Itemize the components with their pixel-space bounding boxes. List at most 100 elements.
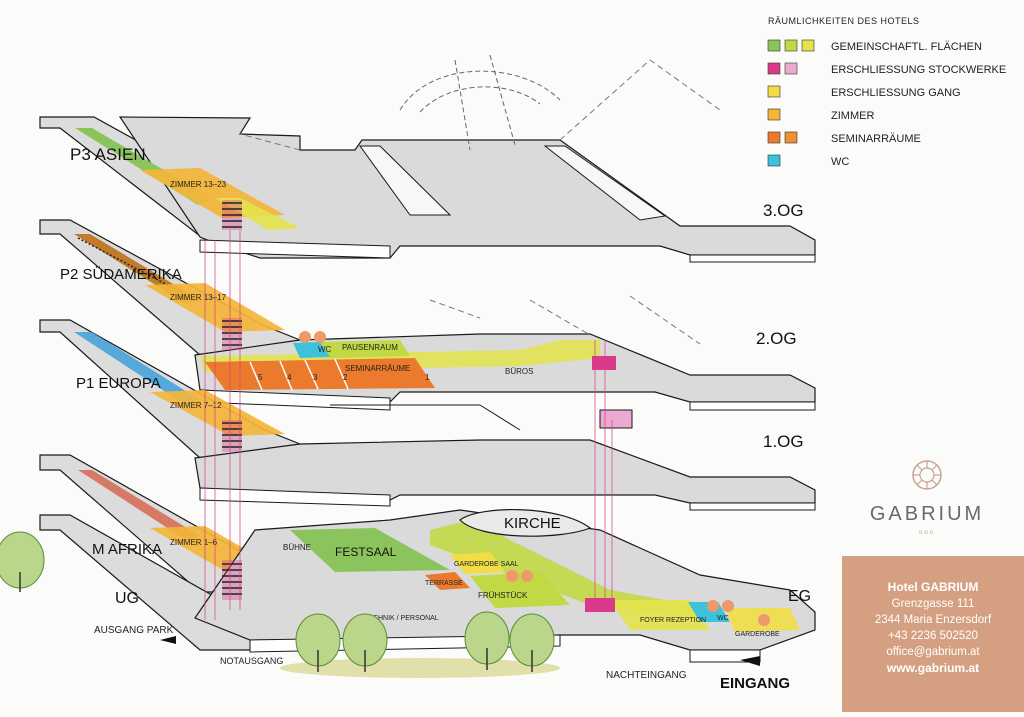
seminar-2og — [205, 358, 435, 390]
wc-icons-eg — [506, 570, 770, 626]
afrika-strip — [78, 470, 200, 540]
contact-city: 2344 Maria Enzersdorf — [874, 614, 992, 626]
room-seminarraeume: SEMINARRÄUME — [345, 364, 410, 373]
room-foyer: FOYER REZEPTION — [640, 617, 706, 624]
room-zimmer-m: ZIMMER 1–6 — [170, 538, 218, 547]
exit-notausgang: NOTAUSGANG — [220, 656, 283, 666]
exit-eingang: EINGANG — [720, 675, 790, 692]
foyer — [610, 600, 710, 630]
legend-label: ERSCHLIESSUNG STOCKWERKE — [831, 64, 1006, 76]
room-pausenraum: PAUSENRAUM — [342, 343, 398, 352]
floor-3og: P3 ASIEN ZIMMER 13–23 3.OG — [39, 54, 816, 263]
level-label-ug: UG — [115, 590, 139, 607]
gang-eg — [430, 520, 720, 618]
exit-arrow-park — [160, 636, 176, 644]
dashed-2og — [429, 295, 701, 345]
level-label-1og: 1.OG — [763, 432, 804, 451]
elevator-shafts — [204, 230, 613, 620]
room-buehne: BÜHNE — [283, 543, 311, 552]
slab-1og-right — [194, 439, 816, 504]
courtyard-3og — [359, 145, 452, 216]
roof-dashed-3og — [239, 59, 721, 151]
gabrium-logo-icon — [912, 460, 942, 490]
legend-rows: GEMEINSCHAFTL. FLÄCHEN ERSCHLIESSUNG STOC… — [767, 39, 1006, 168]
brand-dots: ooo — [918, 530, 935, 536]
legend-swatch — [767, 62, 781, 75]
legend-label: ERSCHLIESSUNG GANG — [831, 87, 961, 99]
europa-strip-1og — [74, 332, 200, 404]
legend-swatch — [767, 108, 781, 121]
slab-3og-side2 — [689, 254, 816, 263]
legend-title: RÄUMLICHKEITEN DES HOTELS — [768, 16, 920, 26]
exits: AUSGANG PARK NOTAUSGANG NACHTEINGANG EIN… — [94, 625, 790, 692]
room-festsaal: FESTSAAL — [335, 545, 397, 559]
room-fruehstueck: FRÜHSTÜCK — [478, 591, 528, 600]
legend-swatch — [767, 39, 781, 52]
room-zimmer-p2: ZIMMER 13–17 — [170, 293, 227, 302]
stair-ug — [222, 560, 242, 600]
slab-3og-side — [199, 239, 391, 259]
seminar-dividers — [249, 358, 349, 391]
room-zimmer-p1: ZIMMER 7–12 — [170, 401, 222, 410]
gang-3og — [215, 198, 300, 230]
brand-name: GABRIUM — [869, 503, 985, 525]
seminar-room-number: 5 — [258, 373, 263, 382]
seminar-room-number: 2 — [343, 373, 348, 382]
legend-swatch — [784, 62, 798, 75]
exit-ausgang: AUSGANG PARK — [94, 625, 174, 636]
garderobe-saal — [450, 552, 505, 574]
legend-swatch — [767, 85, 781, 98]
floor-label-m: M AFRIKA — [92, 541, 162, 558]
wc-icons-2og — [299, 331, 326, 343]
wc-eg — [688, 602, 730, 622]
room-technik: TECHNIK / PERSONAL — [364, 615, 439, 622]
slab-1og-side — [199, 487, 391, 507]
room-kirche: KIRCHE — [504, 515, 561, 532]
contact-email[interactable]: office@gabrium.at — [886, 646, 980, 658]
partition-1og — [330, 404, 521, 431]
room-terrasse: TERRASSE — [425, 580, 463, 587]
floor-label-p3: P3 ASIEN — [70, 145, 146, 164]
legend: RÄUMLICHKEITEN DES HOTELS GEMEINSCHAFTL.… — [767, 16, 1006, 168]
legend-label: SEMINARRÄUME — [831, 133, 921, 145]
legend-label: ZIMMER — [831, 110, 874, 122]
legend-label: GEMEINSCHAFTL. FLÄCHEN — [831, 41, 982, 53]
floor-2og: P2 SÜDAMERIKA ZIMMER 13–17 WC PAUSENRAUM… — [39, 219, 816, 411]
exit-nachteingang: NACHTEINGANG — [606, 670, 687, 681]
level-label-eg: EG — [788, 588, 811, 605]
landscape — [0, 531, 560, 678]
floor-1og: P1 EUROPA ZIMMER 7–12 1.OG — [39, 319, 816, 511]
slab-1og-side2 — [689, 502, 816, 511]
room-garderobe-saal: GARDEROBE SAAL — [454, 561, 519, 568]
slab-2og-side2 — [689, 401, 816, 411]
legend-swatch — [767, 154, 781, 167]
legend-swatch — [801, 39, 815, 52]
pausenraum-2og — [320, 340, 410, 358]
contact-card: Hotel GABRIUM Grenzgasse 111 2344 Maria … — [842, 556, 1024, 712]
festsaal — [290, 528, 450, 572]
wc-2og — [293, 342, 330, 358]
seminar-room-number: 1 — [425, 373, 430, 382]
room-garderobe: GARDEROBE — [735, 631, 780, 638]
seminar-room-number: 3 — [313, 373, 318, 382]
contact-web[interactable]: www.gabrium.at — [886, 661, 980, 675]
stair-2og — [222, 318, 616, 370]
room-bueros: BÜROS — [505, 367, 533, 376]
level-label-2og: 2.OG — [756, 329, 797, 348]
contact-street: Grenzgasse 111 — [891, 598, 975, 610]
contact-phone[interactable]: +43 2236 502520 — [888, 630, 978, 642]
legend-swatch — [767, 131, 781, 144]
stair-eg — [585, 598, 615, 612]
entry-arrow — [740, 656, 760, 666]
floor-label-p2: P2 SÜDAMERIKA — [60, 265, 182, 283]
room-wc-og2: WC — [318, 345, 332, 354]
slab-3og-right — [118, 116, 816, 259]
kirche — [459, 509, 592, 537]
terrasse — [425, 572, 470, 590]
legend-label: WC — [831, 156, 849, 168]
stair-1og — [222, 409, 633, 452]
level-label-3og: 3.OG — [763, 201, 804, 220]
